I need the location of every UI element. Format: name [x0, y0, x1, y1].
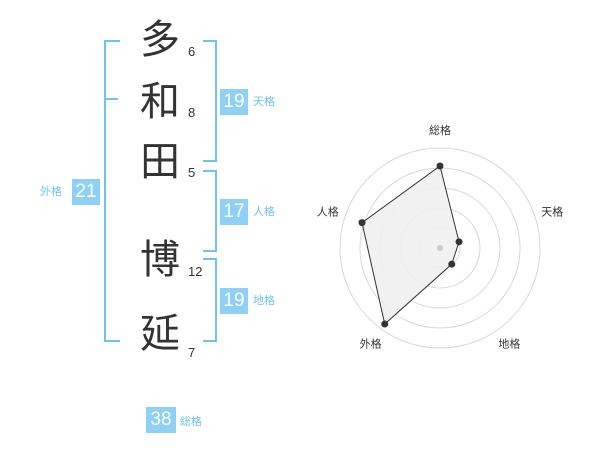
tenkaku-value-badge: 19 — [220, 89, 248, 115]
radar-point-1 — [455, 238, 463, 246]
chikaku-label: 地格 — [253, 294, 275, 307]
name-char-1: 多 — [140, 17, 180, 63]
gaikaku-bracket-tick — [104, 98, 118, 100]
radar-axis-label-3: 外格 — [360, 336, 382, 350]
chikaku-value-badge: 19 — [220, 288, 248, 314]
gaikaku-label: 外格 — [40, 185, 62, 198]
radar-axis-label-0: 総格 — [429, 123, 451, 137]
radar-ring-5 — [339, 147, 541, 349]
radar-axis-label-4: 人格 — [317, 205, 339, 219]
stroke-count-4: 12 — [188, 264, 203, 279]
gaikaku-value-badge: 21 — [72, 179, 100, 205]
stroke-count-3: 5 — [188, 165, 196, 180]
stroke-count-1: 6 — [188, 44, 196, 59]
radar-points — [358, 162, 463, 328]
name-char-5: 延 — [140, 311, 180, 357]
jinkaku-label: 人格 — [253, 205, 275, 218]
name-char-3: 田 — [140, 139, 180, 185]
soukaku-value-badge: 38 — [146, 407, 176, 433]
name-char-4: 博 — [140, 237, 180, 283]
stroke-count-5: 7 — [188, 345, 196, 360]
jinkaku-bracket — [203, 170, 217, 252]
radar-point-4 — [358, 219, 366, 227]
soukaku-label: 総格 — [180, 415, 202, 428]
radar-point-3 — [381, 320, 389, 328]
stroke-count-2: 8 — [188, 105, 196, 120]
radar-polygon — [361, 165, 460, 325]
radar-point-0 — [436, 162, 444, 170]
jinkaku-value-badge: 17 — [220, 199, 248, 225]
radar-point-2 — [448, 260, 456, 268]
radar-axis-label-1: 天格 — [541, 205, 563, 219]
name-char-2: 和 — [140, 79, 180, 125]
radar-center-dot — [437, 245, 443, 251]
gaikaku-bracket — [104, 40, 120, 342]
tenkaku-bracket — [203, 40, 217, 162]
radar-axis-label-2: 地格 — [498, 336, 520, 350]
chikaku-bracket — [203, 258, 217, 342]
tenkaku-label: 天格 — [253, 95, 275, 108]
